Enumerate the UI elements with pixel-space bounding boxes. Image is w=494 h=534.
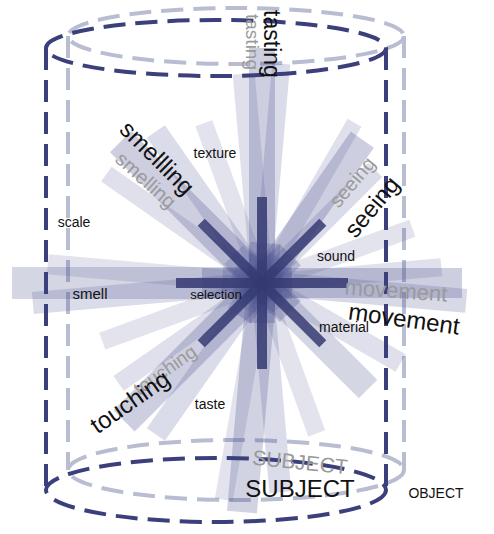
aspect-label: sound — [317, 249, 355, 263]
aspect-label: material — [319, 320, 369, 334]
aspect-label: scale — [58, 215, 91, 229]
axis-label: OBJECT — [408, 486, 463, 500]
axis-label: SUBJECT — [245, 477, 354, 501]
faded-axis-label: SUBJECT — [251, 447, 348, 478]
starburst-bars — [12, 48, 467, 513]
aspect-label: selection — [190, 288, 241, 301]
aspect-label: taste — [195, 397, 225, 411]
aspect-label: smell — [72, 286, 107, 301]
aspect-label: texture — [194, 146, 237, 160]
front-cylinder — [46, 20, 386, 522]
starburst-spokes — [176, 197, 348, 369]
center-spoke — [256, 219, 327, 290]
sense-label: touching — [86, 366, 174, 438]
sense-label: tasting — [260, 10, 283, 78]
